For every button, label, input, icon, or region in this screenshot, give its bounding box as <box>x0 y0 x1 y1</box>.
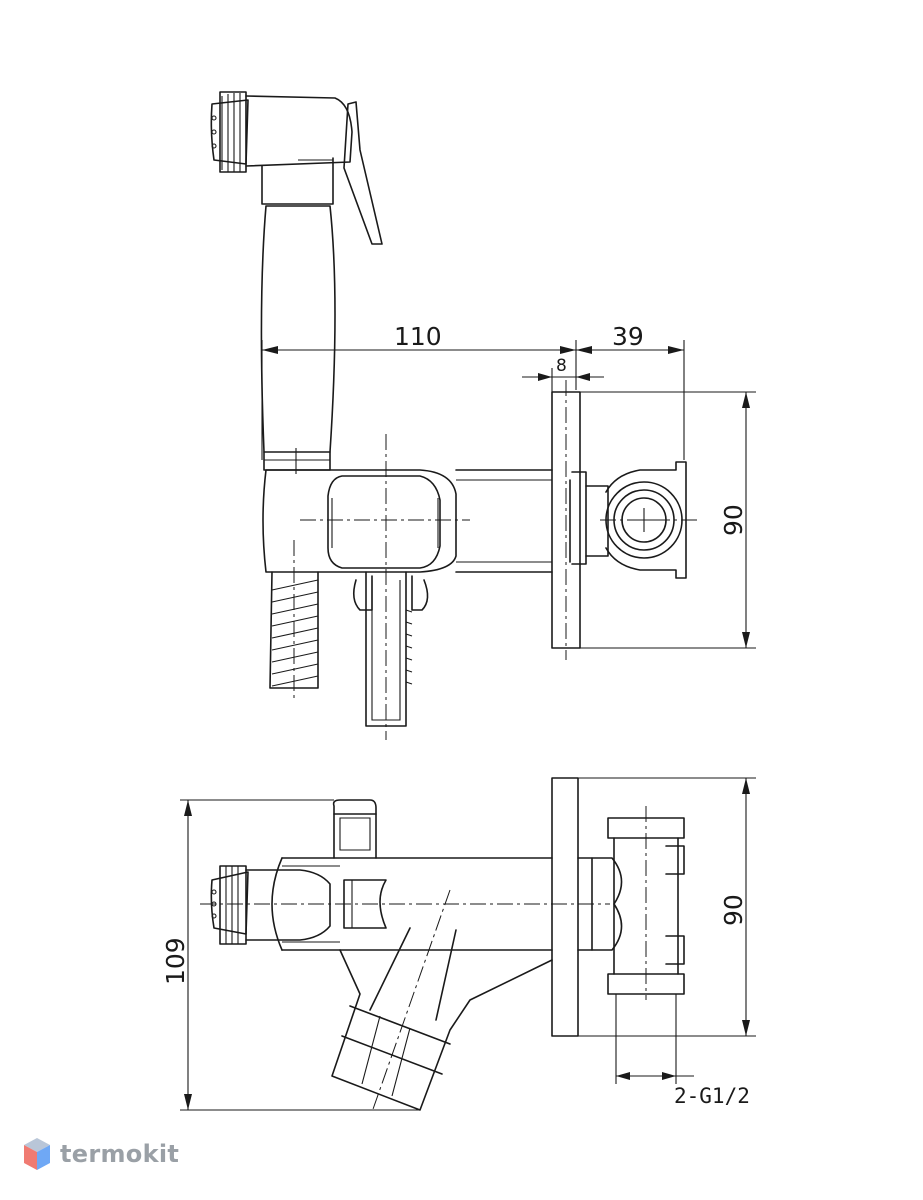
dimension-109: 109 <box>161 937 190 985</box>
watermark-brand-text: termokit <box>60 1140 180 1168</box>
holder-bracket <box>352 571 429 727</box>
bottom-connector <box>591 806 685 1000</box>
dimension-110: 110 <box>394 322 442 351</box>
bottom-dimensions: 109 90 2-G1/2 <box>161 777 756 1111</box>
termokit-logo-icon <box>24 1138 50 1170</box>
inlet-fitting <box>585 461 700 579</box>
top-view: 110 39 8 90 <box>210 91 756 740</box>
hose <box>269 540 319 700</box>
bottom-body <box>200 857 610 1113</box>
shower-head <box>210 91 383 474</box>
valve-body <box>262 434 587 740</box>
wall-plate <box>551 380 581 660</box>
dimension-8: 8 <box>556 356 567 376</box>
bottom-wall-plate <box>551 777 593 1037</box>
dimension-90-bottom: 90 <box>719 894 748 926</box>
dimension-39: 39 <box>612 322 644 351</box>
top-knob <box>332 799 377 859</box>
dimension-90-top: 90 <box>719 504 748 536</box>
top-dimensions: 110 39 8 90 <box>261 322 756 649</box>
watermark: termokit <box>22 1136 179 1172</box>
bottom-view: 109 90 2-G1/2 <box>161 777 756 1113</box>
connection-size-label: 2-G1/2 <box>674 1084 750 1108</box>
